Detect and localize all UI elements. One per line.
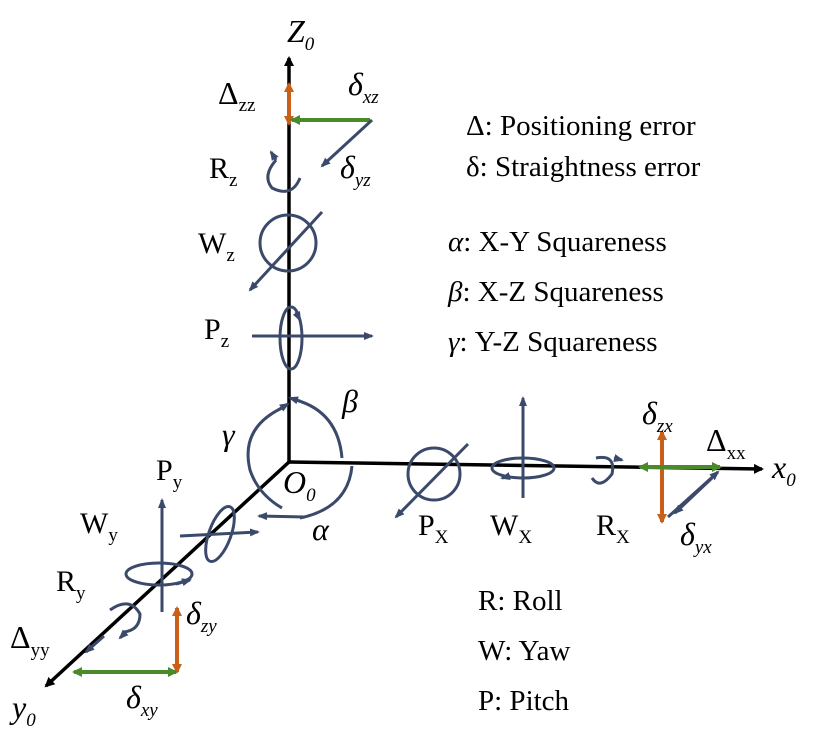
squareness-arcs (246, 396, 354, 521)
y-positioning-arrow (84, 634, 105, 654)
legend-rotations: R: Roll W: Yaw P: Pitch (478, 585, 570, 717)
legend-pitch: P: Pitch (478, 685, 570, 717)
x-roll-icon (590, 455, 615, 485)
x-straightness-z-label: δzx (642, 395, 673, 437)
z-yaw-icon (258, 213, 318, 273)
z-roll-icon (266, 159, 302, 193)
y-axis-errors (72, 498, 260, 677)
y-yaw-icon (124, 561, 194, 587)
x-axis-errors (394, 396, 722, 524)
alpha-arc (299, 465, 354, 520)
legend-straightness: δ: Straightness error (466, 151, 701, 183)
z-pitch-arrowhead (292, 311, 302, 322)
x-yaw-label: WX (490, 509, 532, 548)
z-straightness-x-label: δxz (348, 66, 379, 108)
gamma-arc (246, 406, 283, 510)
z-positioning-label: Δzz (218, 75, 255, 116)
y-pitch-arrow (179, 528, 260, 538)
z-axis-errors (248, 82, 374, 371)
beta-arrowhead (288, 396, 301, 405)
x-axis-label: x0 (771, 449, 796, 491)
y-yaw-label: Wy (80, 507, 118, 546)
y-roll-label: Ry (56, 565, 86, 604)
y-axis-label: y0 (9, 689, 36, 731)
x-positioning-label: Δxx (706, 422, 746, 464)
gamma-label: γ (222, 416, 236, 452)
beta-arc (295, 398, 344, 459)
gamma-arrowhead (277, 402, 290, 412)
z-yaw-arrow (248, 210, 324, 292)
y-straightness-z-label: δzy (186, 595, 217, 637)
z-roll-label: Rz (209, 152, 237, 191)
legend-errors: Δ: Positioning error δ: Straightness err… (447, 110, 701, 358)
legend-alpha: α: X-Y Squareness (448, 226, 667, 258)
x-straightness-y-arrow-back (673, 476, 714, 515)
x-straightness-y-label: δyx (680, 516, 712, 558)
x-yaw-arrowhead (500, 472, 511, 480)
z-pitch-label: Pz (204, 313, 229, 352)
beta-label: β (341, 383, 358, 419)
x-pitch-arrow (394, 442, 470, 519)
y-pitch-label: Py (156, 454, 183, 493)
x-roll-arrowhead (613, 454, 624, 462)
y-axis (44, 460, 291, 688)
y-pitch-icon (204, 504, 236, 564)
x-pitch-label: PX (418, 509, 449, 548)
legend-gamma: γ: Y-Z Squareness (448, 326, 658, 358)
x-roll-label: RX (596, 509, 630, 548)
y-straightness-x-label: δxy (126, 679, 158, 721)
z-roll-arrowhead (269, 150, 279, 161)
origin-label: O0 (283, 464, 316, 506)
y-positioning-label: Δyy (10, 619, 50, 661)
z-yaw-label: Wz (198, 227, 235, 266)
y-yaw-arrowhead (175, 578, 192, 587)
alpha-arrow (257, 512, 306, 521)
legend-roll: R: Roll (478, 585, 563, 617)
z-straightness-y-label: δyz (340, 149, 371, 191)
z-pitch-icon (278, 305, 304, 371)
y-roll-icon (109, 602, 142, 634)
z-straightness-y-arrow (320, 118, 374, 168)
z-axis-label: Z0 (287, 13, 315, 55)
legend-positioning: Δ: Positioning error (466, 110, 696, 142)
alpha-label: α (312, 511, 330, 547)
y-roll-arrowhead (118, 629, 129, 640)
legend-beta: β: X-Z Squareness (447, 276, 664, 308)
legend-yaw: W: Yaw (478, 635, 570, 667)
x-pitch-icon (406, 446, 462, 502)
